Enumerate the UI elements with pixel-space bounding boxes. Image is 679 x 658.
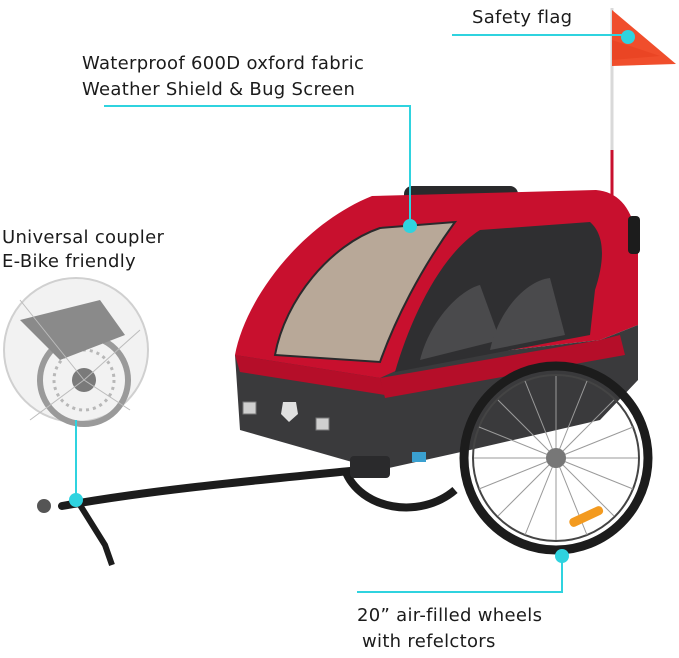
coupler-label-line2: E-Bike friendly: [2, 251, 136, 272]
tow-bar: [37, 452, 426, 566]
coupler-detail-inset: [3, 277, 149, 427]
fabric-label-line1: Waterproof 600D oxford fabric: [82, 53, 365, 74]
safety-flag-label: Safety flag: [472, 7, 573, 28]
flag-leader-line: [452, 34, 629, 37]
wheels-label-line1: 20” air-filled wheels: [357, 605, 543, 626]
callout-dots: [69, 30, 635, 563]
safety-flag: [610, 8, 676, 215]
wheels-leader-line: [357, 556, 563, 593]
coupler-label-line1: Universal coupler: [2, 227, 165, 248]
fabric-leader-line: [104, 105, 411, 226]
fabric-label-line2: Weather Shield & Bug Screen: [82, 79, 356, 100]
wheels-label-line2: with refelctors: [362, 631, 496, 652]
wheels-callout-dot: [555, 549, 569, 563]
coupler-callout-dot: [69, 493, 83, 507]
rear-wheel: [459, 361, 653, 555]
flag-callout-dot: [621, 30, 635, 44]
trailer-body: [235, 186, 640, 470]
fabric-callout-dot: [403, 219, 417, 233]
front-wheel: [341, 468, 458, 512]
wheel-reflector: [569, 506, 604, 527]
